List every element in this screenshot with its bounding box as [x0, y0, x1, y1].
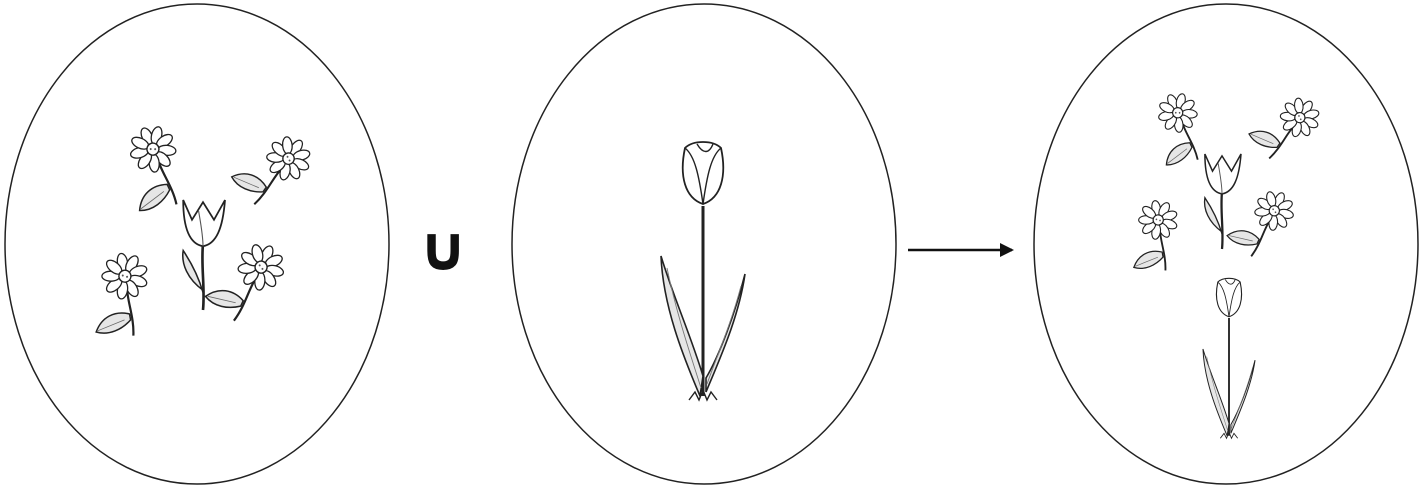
union-symbol: ∪: [418, 212, 468, 285]
union-daisy-3: [1123, 197, 1187, 276]
set-union: [1034, 4, 1418, 484]
tulip-b: [661, 142, 745, 400]
set-b: [512, 4, 896, 484]
union-tulip: [1203, 278, 1255, 438]
set-a: [5, 4, 389, 484]
set-union-boundary: [1034, 4, 1418, 484]
daisy-2: [226, 120, 319, 218]
daisy-3: [83, 249, 158, 341]
union-daisy-2: [1244, 83, 1327, 171]
union-daisy-4: [1223, 179, 1300, 265]
daisy-4: [201, 230, 292, 331]
